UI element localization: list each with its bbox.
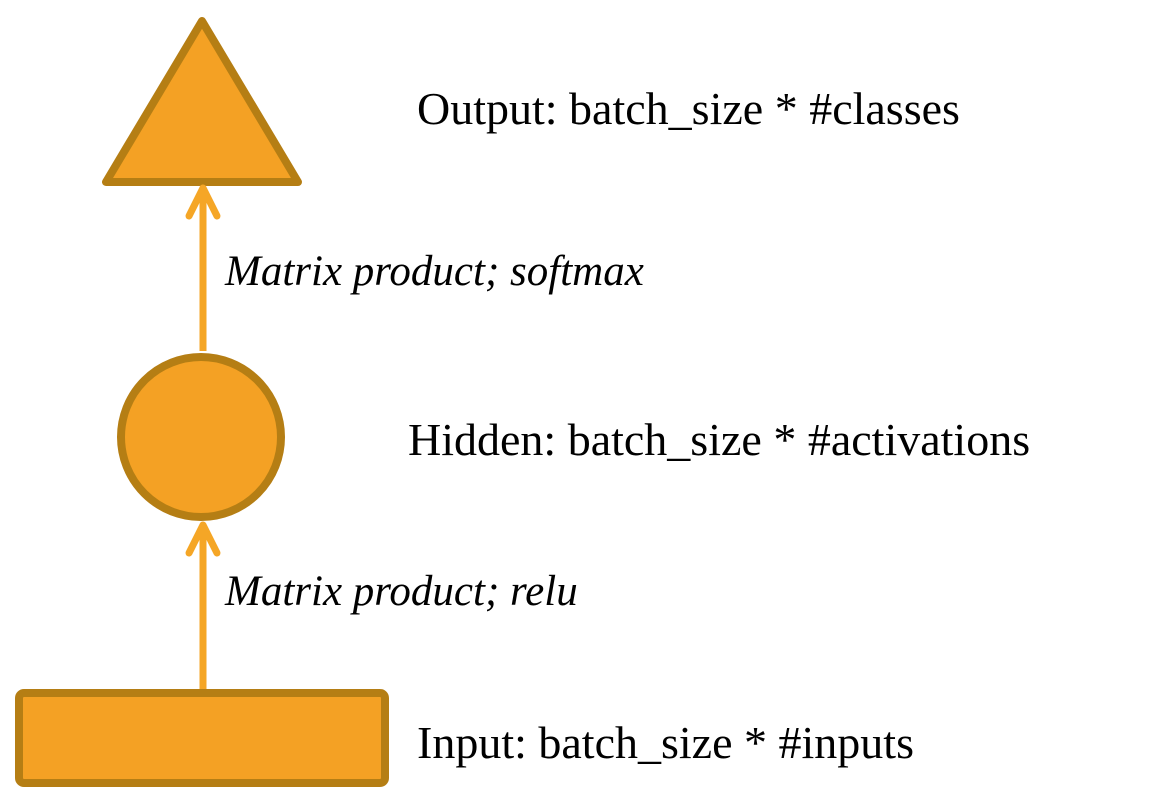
softmax-edge-label: Matrix product; softmax	[224, 248, 644, 295]
arrow-relu-head	[185, 521, 221, 557]
arrow-softmax	[185, 184, 221, 351]
arrow-relu	[185, 521, 221, 690]
input-node-label: Input: batch_size * #inputs	[417, 717, 914, 768]
output-node-label: Output: batch_size * #classes	[417, 83, 960, 134]
hidden-node-circle	[117, 353, 285, 521]
hidden-node-label: Hidden: batch_size * #activations	[408, 414, 1030, 465]
arrow-softmax-head	[185, 184, 221, 220]
output-node-triangle	[102, 17, 302, 186]
input-node-rectangle	[15, 689, 389, 787]
relu-edge-label: Matrix product; relu	[224, 568, 578, 615]
